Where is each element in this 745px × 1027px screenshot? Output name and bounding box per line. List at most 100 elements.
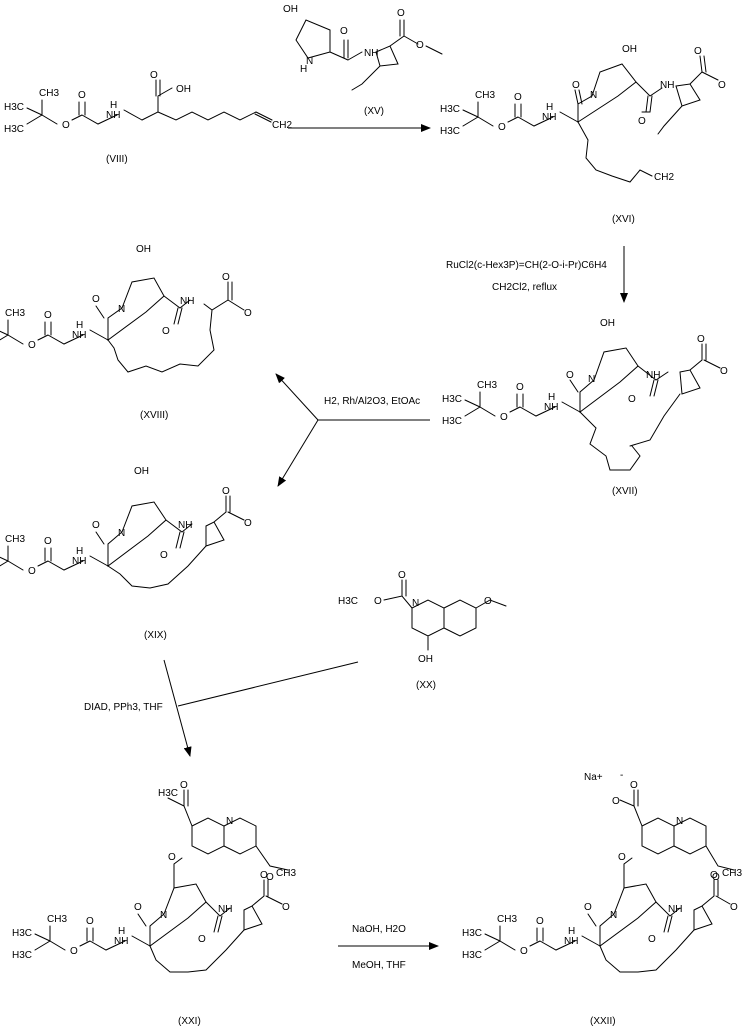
xvii-amide-nh: NH	[646, 370, 660, 381]
viii-carbonyl-oxygen: O	[150, 70, 158, 81]
compound-label-VIII: (VIII)	[106, 154, 128, 165]
compound-XIX: N O OH NH O O O (XIX)	[0, 466, 252, 641]
xxii-amide-oxygen: O	[648, 934, 656, 945]
xviii-ester-oxygen: O	[244, 308, 252, 319]
xvii-ester-carbonyl: O	[697, 334, 705, 345]
xxii-carbonyl-oxygen: O	[584, 902, 592, 913]
xix-hydroxyl: OH	[134, 466, 149, 477]
xix-amide-oxygen: O	[160, 550, 168, 561]
xvii-carbonyl-oxygen: O	[566, 370, 574, 381]
xvii-hydroxyl: OH	[600, 318, 615, 329]
xxi-nitrogen: N	[160, 910, 167, 921]
compound-VIII: O OH CH2 (VIII)	[3, 70, 292, 165]
xxii-nitrogen: N	[610, 910, 617, 921]
arrow-to-xviii	[275, 373, 319, 421]
arrow-to-xxi	[163, 659, 192, 757]
xv-nh-h: H	[300, 64, 307, 75]
xv-amide-oxygen: O	[340, 26, 348, 37]
compound-XVIII: N O OH NH O O O (XVIII)	[0, 244, 252, 421]
xv-nitrogen: N	[306, 56, 313, 67]
xx-ester-oxygen: O	[374, 596, 382, 607]
xviii-hydroxyl: OH	[136, 244, 151, 255]
compound-XVI: N O OH NH O O O CH2 (XVI)	[439, 44, 726, 225]
reagent-mitsunobu: DIAD, PPh3, THF	[84, 702, 163, 713]
xxi-methoxy-oxygen: O	[266, 872, 274, 883]
xx-methyl: H3C	[338, 596, 358, 607]
xix-amide-nh: NH	[178, 520, 192, 531]
xxii-methoxy-methyl: CH3	[722, 868, 742, 879]
xxii-ester-oxygen: O	[730, 902, 738, 913]
compound-label-XVI: (XVI)	[612, 214, 635, 225]
xviii-ester-carbonyl: O	[222, 272, 230, 283]
reagent-hydrogenation: H2, Rh/Al2O3, EtOAc	[324, 396, 420, 407]
xxi-ether-oxygen: O	[168, 852, 176, 863]
xvi-hydroxyl: OH	[622, 44, 637, 55]
mitsunobu-fork: DIAD, PPh3, THF	[84, 659, 359, 757]
compound-XVII: N O OH NH O O O (XVII)	[441, 318, 728, 497]
xxi-ester-carbonyl: O	[180, 780, 188, 791]
hydrogenation-fork: H2, Rh/Al2O3, EtOAc	[275, 373, 430, 487]
xvi-ester-oxygen: O	[718, 80, 726, 91]
xix-ester-oxygen: O	[244, 518, 252, 529]
compound-XXII: N O O O O - Na+ N O CH3 NH O O O (XXII)	[461, 770, 742, 1027]
compound-XV: OH H N O NH O O (XV)	[283, 4, 443, 117]
reagent-metathesis-conditions: CH2Cl2, reflux	[492, 282, 557, 293]
xxii-charge: -	[620, 770, 623, 781]
xv-ester-oxygen: O	[416, 40, 424, 51]
xx-nitrogen: N	[412, 598, 419, 609]
xxi-ester2-oxygen: O	[282, 902, 290, 913]
xxi-amide-oxygen: O	[198, 934, 206, 945]
xxii-carboxylate-carbonyl: O	[630, 780, 638, 791]
xxii-methoxy-oxygen: O	[712, 872, 720, 883]
xvi-nitrogen: N	[590, 90, 597, 101]
compound-label-XV: (XV)	[364, 106, 384, 117]
xxii-ester-carbonyl: O	[710, 870, 718, 881]
reagent-metathesis-catalyst: RuCl2(c-Hex3P)=CH(2-O-i-Pr)C6H4	[446, 260, 607, 271]
compound-label-XVII: (XVII)	[612, 486, 638, 497]
xxii-quinoline-nitrogen: N	[676, 816, 683, 827]
xxi-amide-nh: NH	[218, 904, 232, 915]
xvii-amide-oxygen: O	[628, 394, 636, 405]
xvi-carbonyl-oxygen: O	[572, 80, 580, 91]
xvi-ester-carbonyl: O	[694, 46, 702, 57]
reagent-hydrolysis-solvent: MeOH, THF	[352, 960, 406, 971]
xv-hydroxyl: OH	[283, 4, 298, 15]
xxi-quinoline-nitrogen: N	[226, 816, 233, 827]
xxi-carbonyl-oxygen: O	[134, 902, 142, 913]
xix-carbonyl-oxygen: O	[92, 520, 100, 531]
xx-hydroxyl: OH	[418, 654, 433, 665]
xx-methoxy-oxygen: O	[484, 596, 492, 607]
compound-label-XIX: (XIX)	[144, 630, 167, 641]
compound-label-XXI: (XXI)	[178, 1016, 201, 1027]
xv-amide-nh: NH	[364, 48, 378, 59]
xxii-sodium: Na+	[584, 772, 603, 783]
viii-hydroxyl: OH	[176, 84, 191, 95]
xviii-amide-oxygen: O	[162, 326, 170, 337]
xxi-ester-methyl: H3C	[158, 788, 178, 799]
compound-XX: O O H3C N O OH (XX)	[338, 570, 507, 691]
viii-ch2: CH2	[272, 120, 292, 131]
compound-XXI: N O O O H3C N O CH3 NH O O O (XXI)	[11, 780, 296, 1027]
xxii-carboxylate-oxygen: O	[612, 796, 620, 807]
xviii-nitrogen: N	[118, 304, 125, 315]
arrow-to-xix	[277, 419, 319, 487]
xxi-methoxy-methyl: CH3	[276, 868, 296, 879]
xxii-amide-nh: NH	[668, 904, 682, 915]
xvii-nitrogen: N	[588, 374, 595, 385]
xvi-amide-oxygen: O	[638, 116, 646, 127]
xvi-ch2: CH2	[654, 172, 674, 183]
xvii-ester-oxygen: O	[720, 366, 728, 377]
xix-nitrogen: N	[118, 528, 125, 539]
compound-label-XX: (XX)	[416, 680, 436, 691]
xx-carbonyl-oxygen: O	[398, 570, 406, 581]
xvi-amide-nh: NH	[660, 80, 674, 91]
compound-label-XXII: (XXII)	[590, 1016, 616, 1027]
xix-ester-carbonyl: O	[222, 486, 230, 497]
compound-label-XVIII: (XVIII)	[140, 410, 168, 421]
xxi-ester2-carbonyl: O	[260, 870, 268, 881]
xviii-amide-nh: NH	[180, 296, 194, 307]
reagent-hydrolysis-base: NaOH, H2O	[352, 924, 406, 935]
xxii-ether-oxygen: O	[618, 852, 626, 863]
xv-ester-carbonyl: O	[397, 8, 405, 19]
